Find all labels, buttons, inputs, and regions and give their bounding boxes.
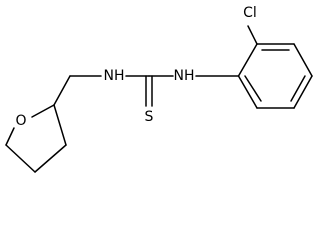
ring-bond [31,104,55,118]
structure-diagram: Cl NH S NH O [5,5,313,173]
ring-double-bond [290,75,306,102]
chlorophenyl-ring [237,43,313,109]
ch2-ring-bond [53,75,71,106]
ring-bond [34,144,67,173]
ring-bond [293,75,313,109]
sulfur-atom-label: S [145,109,154,125]
chlorine-atom-label: Cl [243,5,257,21]
nh-right-atom-label: NH [174,68,195,84]
ring-bond [5,127,15,146]
ring-bond [237,43,258,77]
ring-bond [5,144,36,173]
ring-bond [237,75,258,109]
ring-bond [293,43,313,77]
ring-bond [53,104,67,146]
c-cl-bond [247,25,258,45]
oxygen-atom-label: O [15,113,26,129]
ring-double-bond [244,75,262,102]
nh-left-atom-label: NH [104,68,125,84]
tetrahydrofuran-ring [5,104,67,173]
